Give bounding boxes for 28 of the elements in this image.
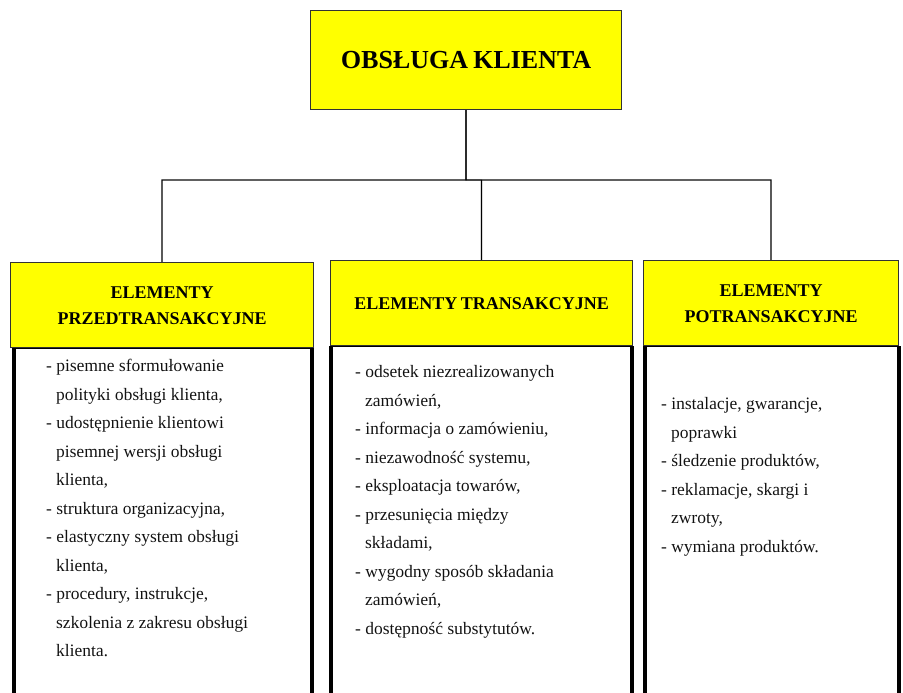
list-item: - procedury, instrukcje, szkolenia z zakresu obsługi klienta. bbox=[46, 582, 249, 662]
list-panel bbox=[329, 346, 634, 693]
list-item: - elastyczny system obsługi klienta, bbox=[46, 525, 240, 576]
title-box bbox=[310, 10, 622, 110]
list-item: - pisemne sformułowanie polityki obsługi klienta, bbox=[46, 354, 225, 406]
category-box bbox=[330, 260, 633, 346]
heading-text: ELEMENTY TRANSAKCYJNE bbox=[354, 292, 609, 315]
heading-text: ELEMENTY POTRANSAKCYJNE bbox=[683, 278, 858, 328]
list-item: - przesunięcia między składami, bbox=[355, 502, 510, 554]
list-item: - niezawodność systemu, bbox=[355, 446, 532, 469]
list-item: - informacja o zamówieniu, bbox=[355, 417, 550, 440]
heading-text: OBSŁUGA KLIENTA bbox=[340, 44, 592, 76]
list-item: - eksploatacja towarów, bbox=[355, 474, 522, 497]
heading-text: ELEMENTY PRZEDTRANSAKCYJNE bbox=[56, 280, 268, 330]
list-item: - reklamacje, skargi i zwroty, bbox=[661, 478, 810, 529]
list-item: - udostępnienie klientowi pisemnej wersji obsługi klienta, bbox=[46, 411, 225, 491]
list-item: - dostępność substytutów. bbox=[355, 616, 536, 640]
list-item: - struktura organizacyjna, bbox=[46, 496, 226, 520]
list-item: - wymiana produktów. bbox=[661, 534, 820, 558]
list-panel bbox=[12, 348, 314, 693]
list-item: - wygodny sposób składania zamówień, bbox=[355, 560, 555, 611]
category-box bbox=[10, 262, 314, 348]
connector-line bbox=[465, 110, 772, 260]
list-item: - odsetek niezrealizowanych zamówień, bbox=[355, 360, 556, 412]
list-item: - śledzenie produktów, bbox=[661, 449, 821, 472]
list-item: - instalacje, gwarancje, poprawki bbox=[661, 392, 824, 444]
category-box bbox=[643, 260, 899, 346]
list-panel bbox=[643, 346, 901, 693]
